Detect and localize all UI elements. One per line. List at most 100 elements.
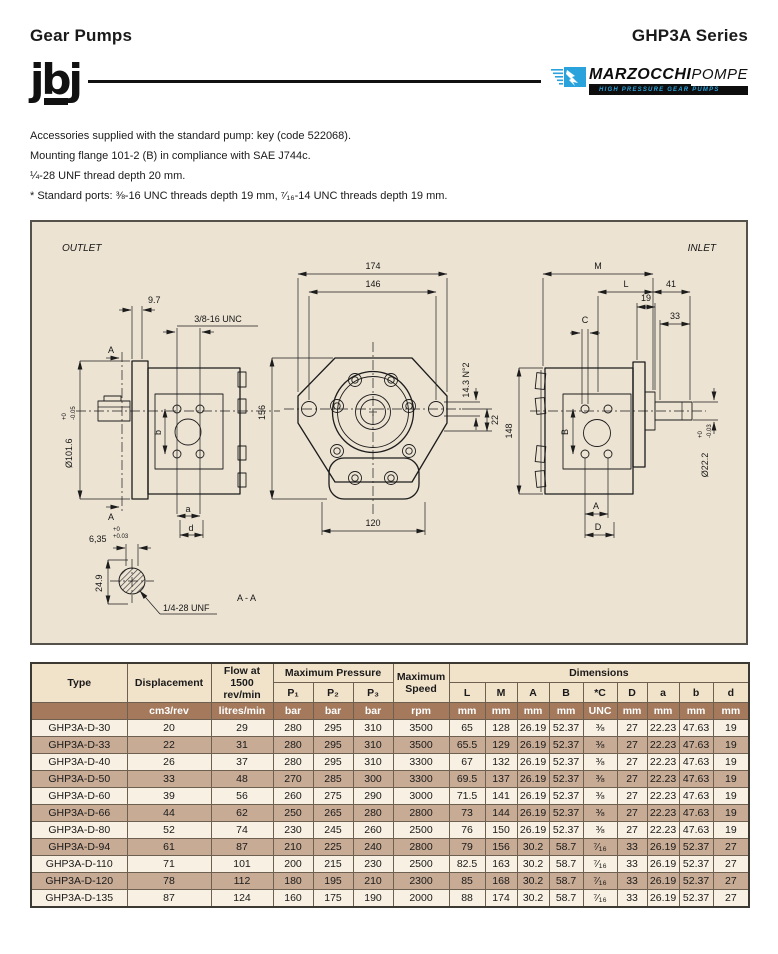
marzocchi-logo: MARZOCCHI POMPE HIGH PRESSURE GEAR PUMPS [551, 66, 748, 98]
pump-value-cell: 156 [484, 838, 518, 857]
logo-band: jbj MARZO [30, 58, 748, 110]
pump-value-cell: 22 [126, 736, 212, 755]
pump-value-cell: 225 [312, 838, 354, 857]
pump-value-cell: 44 [126, 804, 212, 823]
pump-value-cell: 52.37 [678, 889, 714, 908]
horizontal-rule [87, 79, 542, 83]
note-line: * Standard ports: ⅜-16 UNC threads depth… [30, 190, 448, 203]
pump-value-cell: 300 [352, 770, 394, 789]
pump-value-cell: 26.19 [516, 753, 550, 772]
dim-label-d: d [188, 523, 193, 533]
pump-value-cell: 87 [126, 889, 212, 908]
pump-value-cell: 230 [352, 855, 394, 874]
pump-value-cell: 27 [616, 719, 648, 738]
unit-cell: mm [516, 702, 550, 721]
unit-cell: bar [312, 702, 354, 721]
pump-value-cell: 2800 [392, 838, 450, 857]
pump-value-cell: 29 [210, 719, 274, 738]
dim-label-9-7: 9.7 [148, 295, 161, 305]
pump-value-cell: 22.23 [646, 753, 680, 772]
dim-label-41: 41 [666, 279, 676, 289]
unit-cell: rpm [392, 702, 450, 721]
pump-value-cell: 47.63 [678, 770, 714, 789]
pump-value-cell: 52.37 [548, 770, 584, 789]
pump-value-cell: 101 [210, 855, 274, 874]
jbj-logo-text: jbj [30, 54, 83, 104]
pump-value-cell: 210 [272, 838, 314, 857]
pump-value-cell: 210 [352, 872, 394, 891]
section-mark-a-bottom: A [108, 512, 114, 522]
pump-value-cell: 19 [712, 804, 750, 823]
pump-value-cell: 3500 [392, 736, 450, 755]
pump-value-cell: 180 [272, 872, 314, 891]
dim-label-key-width: 6,35 [89, 534, 107, 544]
pump-value-cell: 58.7 [548, 838, 584, 857]
spec-table: Type Displacement Flow at 1500 rev/min M… [30, 662, 751, 908]
pump-value-cell: 295 [312, 719, 354, 738]
pump-value-cell: 39 [126, 787, 212, 806]
pump-value-cell: 61 [126, 838, 212, 857]
pump-value-cell: 79 [448, 838, 486, 857]
dim-label-148: 148 [504, 424, 514, 439]
pump-value-cell: 19 [712, 753, 750, 772]
pump-value-cell: 270 [272, 770, 314, 789]
pump-value-cell: 19 [712, 736, 750, 755]
pump-value-cell: 280 [272, 736, 314, 755]
pump-value-cell: 3300 [392, 770, 450, 789]
pump-value-cell: 27 [616, 787, 648, 806]
pump-value-cell: 163 [484, 855, 518, 874]
dim-label-slot: 14.3 N°2 [461, 363, 471, 398]
dim-label-19: 19 [641, 293, 651, 303]
notes-block: Accessories supplied with the standard p… [30, 126, 748, 206]
pump-value-cell: 280 [272, 719, 314, 738]
pump-value-cell: ⅜ [582, 736, 618, 755]
dim-label-a-right: A [593, 501, 599, 511]
dim-label-120: 120 [365, 518, 380, 528]
pump-value-cell: 129 [484, 736, 518, 755]
pump-value-cell: 285 [312, 770, 354, 789]
pump-value-cell: 65 [448, 719, 486, 738]
col-header-dim-a: A [516, 682, 550, 704]
dim-label-m: M [594, 261, 602, 271]
technical-drawing-panel: OUTLET INLET [30, 220, 748, 646]
pump-value-cell: 290 [352, 787, 394, 806]
front-view: 174 146 156 14.3 N°2 [257, 261, 500, 536]
pump-value-cell: 27 [712, 855, 750, 874]
pump-value-cell: 2500 [392, 821, 450, 840]
pump-value-cell: 47.63 [678, 787, 714, 806]
pump-value-cell: 27 [712, 872, 750, 891]
col-header-max-pressure: Maximum Pressure [272, 662, 394, 684]
pump-value-cell: ⅜ [582, 787, 618, 806]
pump-value-cell: 30.2 [516, 872, 550, 891]
unit-cell: UNC [582, 702, 618, 721]
pump-value-cell: 26.19 [516, 787, 550, 806]
pump-value-cell: 47.63 [678, 753, 714, 772]
col-header-type: Type [30, 662, 128, 704]
col-header-p1: P₁ [272, 682, 314, 704]
col-header-flow-line1: Flow at [223, 665, 261, 678]
unit-cell: mm [616, 702, 648, 721]
pump-value-cell: 69.5 [448, 770, 486, 789]
col-header-flow-line2: 1500 rev/min [223, 677, 261, 702]
pump-value-cell: 52.37 [678, 855, 714, 874]
pump-value-cell: 3500 [392, 719, 450, 738]
marzocchi-icon [551, 66, 587, 98]
pump-value-cell: 295 [312, 753, 354, 772]
pump-value-cell: 19 [712, 770, 750, 789]
pump-value-cell: 190 [352, 889, 394, 908]
pump-value-cell: 47.63 [678, 821, 714, 840]
pump-value-cell: 22.23 [646, 719, 680, 738]
pump-value-cell: 37 [210, 753, 274, 772]
pump-value-cell: 78 [126, 872, 212, 891]
pump-value-cell: 30.2 [516, 838, 550, 857]
pump-value-cell: 26.19 [516, 770, 550, 789]
pump-value-cell: 52.37 [548, 804, 584, 823]
pump-value-cell: 215 [312, 855, 354, 874]
col-header-dim-l: L [448, 682, 486, 704]
dim-label-174: 174 [365, 261, 380, 271]
